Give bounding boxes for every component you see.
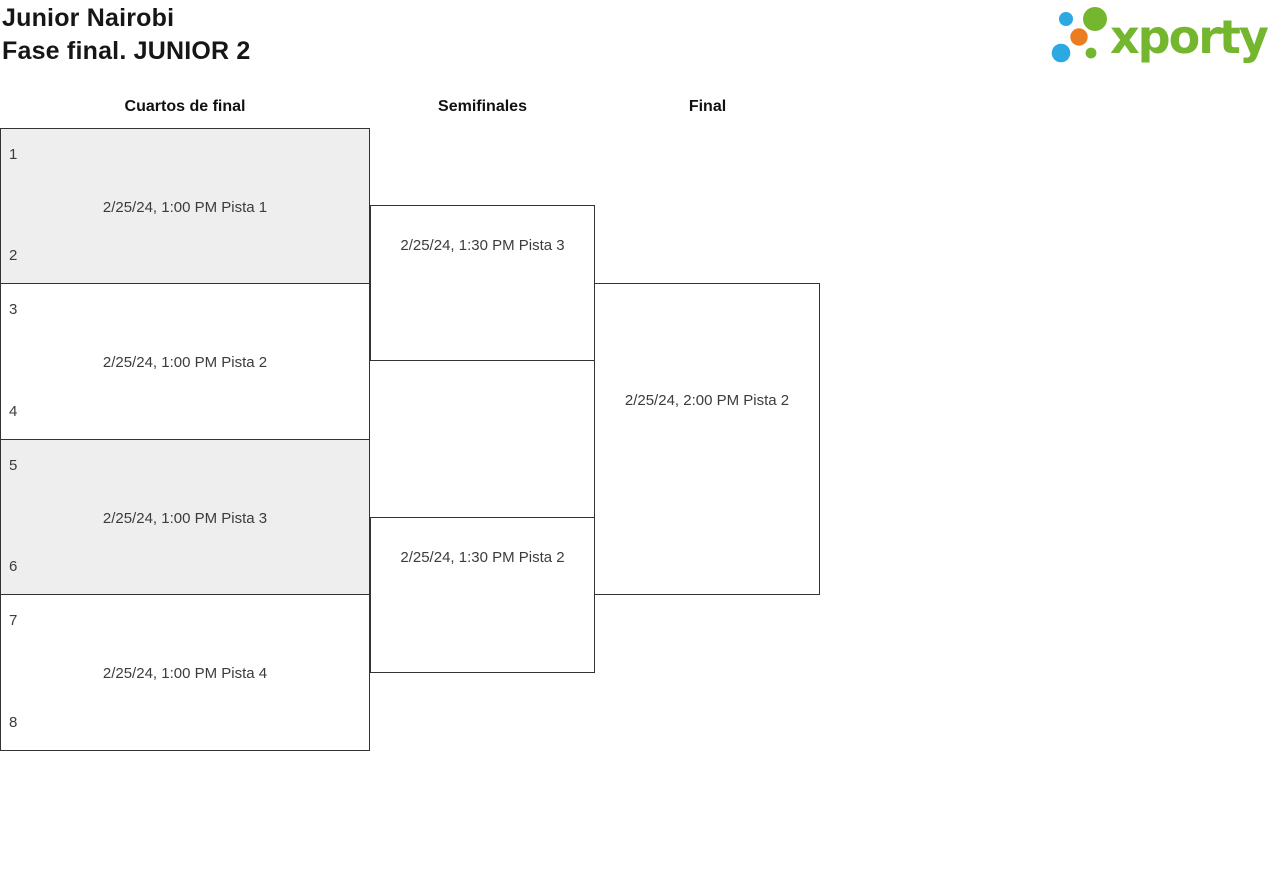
match-semifinal-2[interactable]: 2/25/24, 1:30 PM Pista 2: [370, 517, 595, 673]
xporty-logo-text: xporty: [1110, 10, 1269, 64]
match-quarterfinal-2[interactable]: 3 2/25/24, 1:00 PM Pista 2 4: [0, 283, 370, 440]
xporty-logo[interactable]: xporty: [1046, 0, 1280, 75]
round-header-semifinals: Semifinales: [438, 98, 527, 115]
match-schedule: 2/25/24, 1:00 PM Pista 4: [102, 665, 268, 682]
seed-number: 4: [9, 403, 18, 420]
match-quarterfinal-1[interactable]: 1 2/25/24, 1:00 PM Pista 1 2: [0, 128, 370, 284]
seed-number: 3: [9, 301, 18, 318]
xporty-dots-icon: [1051, 7, 1107, 63]
match-quarterfinal-3[interactable]: 5 2/25/24, 1:00 PM Pista 3 6: [0, 439, 370, 595]
tournament-title: Junior Nairobi: [2, 4, 175, 32]
match-final[interactable]: 2/25/24, 2:00 PM Pista 2: [594, 283, 820, 595]
phase-title: Fase final. JUNIOR 2: [2, 37, 251, 65]
seed-number: 8: [9, 714, 18, 731]
match-schedule: 2/25/24, 2:00 PM Pista 2: [624, 392, 790, 409]
seed-number: 6: [9, 558, 18, 575]
match-schedule: 2/25/24, 1:30 PM Pista 3: [400, 237, 565, 254]
seed-number: 7: [9, 612, 18, 629]
match-semifinal-1[interactable]: 2/25/24, 1:30 PM Pista 3: [370, 205, 595, 361]
match-quarterfinal-4[interactable]: 7 2/25/24, 1:00 PM Pista 4 8: [0, 594, 370, 751]
match-schedule: 2/25/24, 1:00 PM Pista 3: [102, 510, 268, 527]
seed-number: 5: [9, 457, 18, 474]
page-header: Junior Nairobi Fase final. JUNIOR 2: [2, 2, 251, 68]
match-schedule: 2/25/24, 1:00 PM Pista 1: [102, 199, 268, 216]
match-schedule: 2/25/24, 1:30 PM Pista 2: [400, 549, 565, 566]
seed-number: 1: [9, 146, 18, 163]
match-schedule: 2/25/24, 1:00 PM Pista 2: [102, 354, 268, 371]
round-header-final: Final: [688, 98, 727, 115]
round-header-quarterfinals: Cuartos de final: [124, 98, 246, 115]
seed-number: 2: [9, 247, 18, 264]
